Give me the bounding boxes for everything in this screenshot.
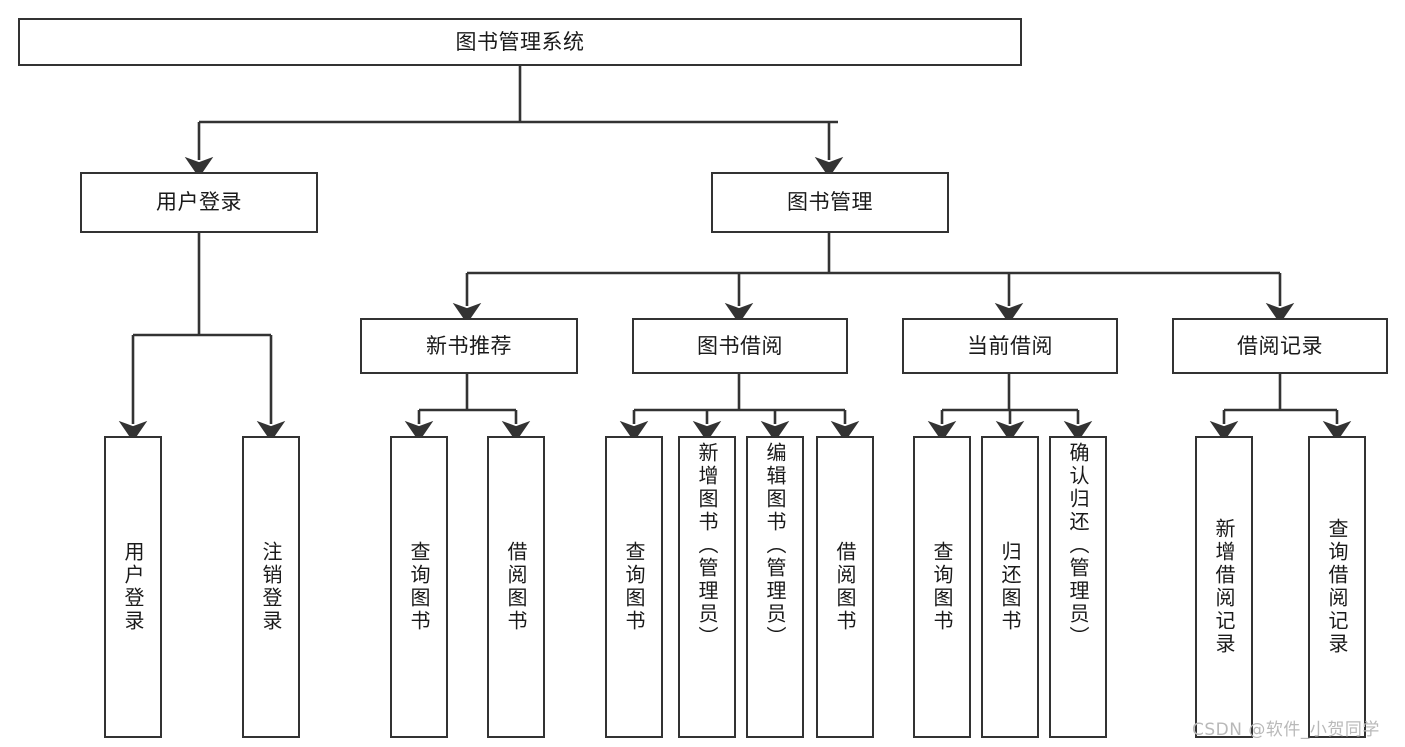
leaf-book-borrow-query-book[interactable]: 查询图书 (605, 436, 663, 738)
node-label: 查询图书 (407, 541, 431, 633)
watermark-csdn: CSDN @软件_小贺同学 (1192, 720, 1380, 740)
node-label: 编辑图书（管理员） (763, 442, 787, 649)
leaf-book-borrow-borrow-book[interactable]: 借阅图书 (816, 436, 874, 738)
node-label: 新增借阅记录 (1212, 518, 1236, 656)
node-new-book-recommend[interactable]: 新书推荐 (360, 318, 578, 374)
node-label: 注销登录 (259, 541, 283, 633)
node-label: 查询图书 (622, 541, 646, 633)
node-label: 当前借阅 (967, 333, 1053, 358)
leaf-new-book-query-book[interactable]: 查询图书 (390, 436, 448, 738)
node-borrow-record[interactable]: 借阅记录 (1172, 318, 1388, 374)
node-label: 借阅记录 (1237, 333, 1323, 358)
node-label: 借阅图书 (504, 541, 528, 633)
node-book-borrow[interactable]: 图书借阅 (632, 318, 848, 374)
node-user-login[interactable]: 用户登录 (80, 172, 318, 233)
leaf-current-borrow-return-book[interactable]: 归还图书 (981, 436, 1039, 738)
leaf-book-borrow-add-book-admin[interactable]: 新增图书（管理员） (678, 436, 736, 738)
node-label: 借阅图书 (833, 541, 857, 633)
leaf-current-borrow-confirm-return-admin[interactable]: 确认归还（管理员） (1049, 436, 1107, 738)
leaf-borrow-record-add-record[interactable]: 新增借阅记录 (1195, 436, 1253, 738)
node-label: 图书管理系统 (455, 29, 585, 54)
node-label: 新书推荐 (426, 333, 512, 358)
leaf-borrow-record-query-record[interactable]: 查询借阅记录 (1308, 436, 1366, 738)
node-label: 确认归还（管理员） (1066, 442, 1090, 649)
node-current-borrow[interactable]: 当前借阅 (902, 318, 1118, 374)
node-label: 用户登录 (121, 541, 145, 633)
node-label: 新增图书（管理员） (695, 442, 719, 649)
node-label: 查询借阅记录 (1325, 518, 1349, 656)
leaf-current-borrow-query-book[interactable]: 查询图书 (913, 436, 971, 738)
node-root-book-management-system[interactable]: 图书管理系统 (18, 18, 1022, 66)
node-label: 归还图书 (998, 541, 1022, 633)
leaf-user-login-logout[interactable]: 注销登录 (242, 436, 300, 738)
leaf-book-borrow-edit-book-admin[interactable]: 编辑图书（管理员） (746, 436, 804, 738)
leaf-new-book-borrow-book[interactable]: 借阅图书 (487, 436, 545, 738)
leaf-user-login-login[interactable]: 用户登录 (104, 436, 162, 738)
node-label: 用户登录 (156, 190, 242, 215)
node-label: 查询图书 (930, 541, 954, 633)
node-label: 图书借阅 (697, 333, 783, 358)
node-book-management[interactable]: 图书管理 (711, 172, 949, 233)
node-label: 图书管理 (787, 190, 873, 215)
